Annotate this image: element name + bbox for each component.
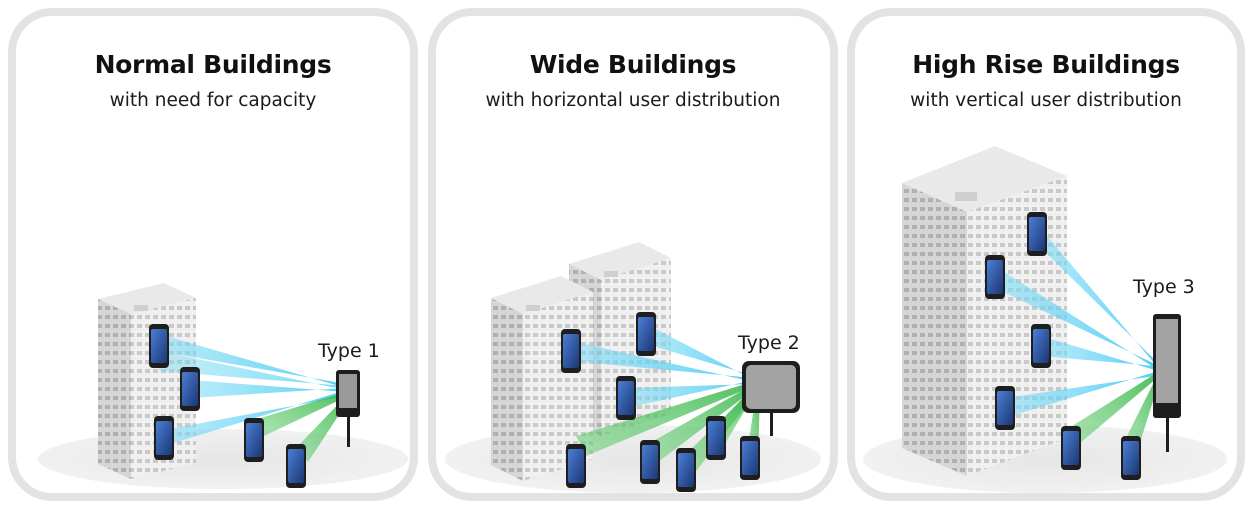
radio-unit-icon [1153, 314, 1181, 452]
device-type-label: Type 1 [317, 340, 380, 362]
smartphone-icon [1061, 426, 1081, 470]
smartphone-icon [1121, 436, 1141, 480]
radio-unit-icon [336, 370, 360, 447]
wide-buildings-illustration: Type 2 [445, 242, 821, 493]
smartphone-icon [676, 448, 696, 492]
panel-title: Normal Buildings [94, 50, 332, 79]
smartphone-icon [1031, 324, 1051, 368]
smartphone-icon [740, 436, 760, 480]
panel-wide-buildings: Wide Buildings with horizontal user dist… [428, 8, 838, 501]
smartphone-icon [561, 329, 581, 373]
radio-unit-icon [742, 361, 800, 436]
panel-subtitle: with need for capacity [109, 90, 317, 111]
building-icon [902, 146, 1067, 476]
smartphone-icon [244, 418, 264, 462]
signal-beams [571, 324, 760, 474]
panel-title: High Rise Buildings [912, 50, 1180, 79]
device-type-label: Type 2 [737, 332, 800, 354]
smartphone-icon [566, 444, 586, 488]
panel-high-rise-buildings: High Rise Buildings with vertical user d… [847, 8, 1245, 501]
smartphone-icon [286, 444, 306, 488]
smartphone-icon [149, 324, 169, 368]
smartphone-icon [616, 376, 636, 420]
panel-subtitle: with vertical user distribution [910, 90, 1182, 111]
building-icon [491, 276, 593, 481]
signal-beams [995, 224, 1159, 452]
smartphone-icon [636, 312, 656, 356]
high-rise-buildings-illustration: Type 3 [863, 146, 1227, 493]
device-type-label: Type 3 [1132, 276, 1195, 298]
panel-normal-buildings: Normal Buildings with need for capacity [8, 8, 418, 501]
panel-subtitle: with horizontal user distribution [485, 90, 781, 111]
smartphone-icon [154, 416, 174, 460]
normal-buildings-illustration: Type 1 [38, 283, 408, 489]
smartphone-icon [995, 386, 1015, 430]
smartphone-icon [706, 416, 726, 460]
smartphone-icon [1027, 212, 1047, 256]
smartphone-icon [640, 440, 660, 484]
ground-ellipse [38, 429, 408, 489]
smartphone-icon [985, 255, 1005, 299]
panel-title: Wide Buildings [529, 50, 737, 79]
smartphone-icon [180, 367, 200, 411]
